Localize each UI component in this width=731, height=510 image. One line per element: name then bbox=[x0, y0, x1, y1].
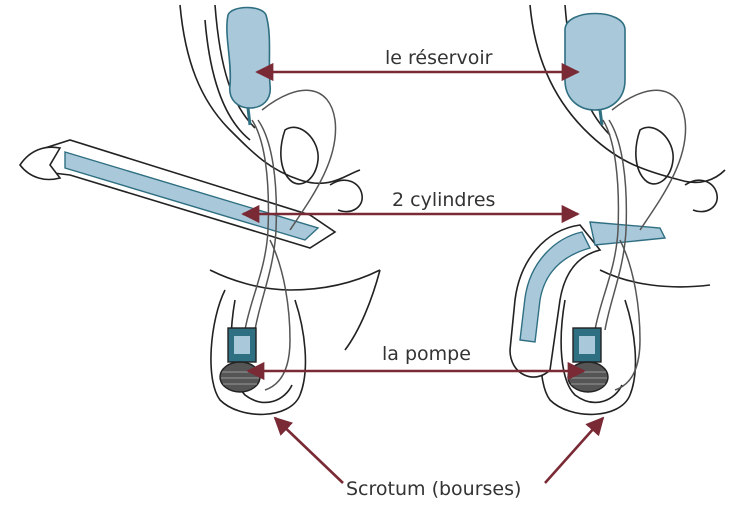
right-reservoir bbox=[565, 14, 625, 126]
label-pump: la pompe bbox=[380, 342, 473, 366]
label-scrotum: Scrotum (bourses) bbox=[344, 477, 523, 501]
label-cylinders: 2 cylindres bbox=[390, 188, 497, 212]
arrow-scrotum-right bbox=[545, 418, 603, 483]
left-reservoir bbox=[227, 8, 270, 126]
left-penis bbox=[20, 140, 335, 248]
label-reservoir: le réservoir bbox=[383, 46, 494, 70]
right-pump bbox=[568, 328, 608, 392]
arrow-scrotum-left bbox=[275, 418, 343, 483]
left-pump bbox=[220, 328, 260, 392]
right-anatomy bbox=[530, 5, 725, 414]
